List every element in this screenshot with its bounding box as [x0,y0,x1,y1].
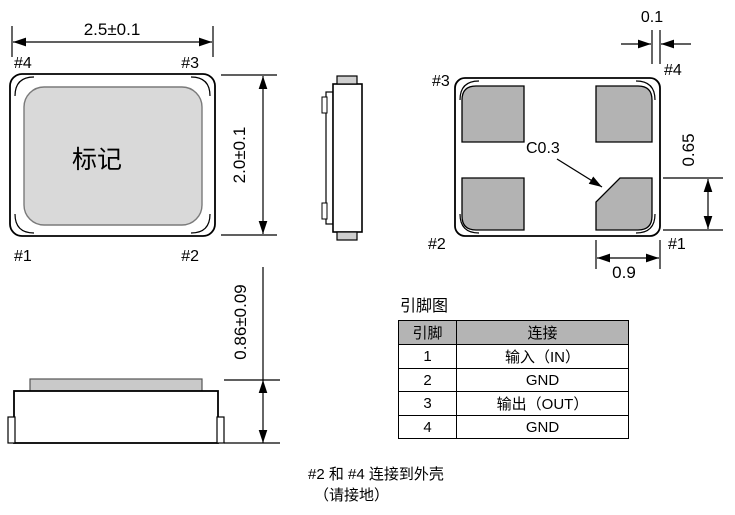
pad-4 [595,85,653,143]
pin3-label: #3 [181,55,199,72]
chamfer-callout: C0.3 [526,140,603,188]
callout-arrow [556,158,603,188]
corner-pad-mark [190,76,211,97]
corner-pad-mark [190,213,211,234]
package-lid [23,86,203,226]
side-elevation-view: 0.86±0.09 [7,267,280,444]
pin4-label: #4 [664,62,682,79]
table-row: 1 输入（IN） [398,344,629,369]
top-view-height-dimension: 2.0±0.1 [221,74,277,236]
pin-connection: GND [456,415,629,439]
table-row: 2 GND [398,368,629,392]
pin1-label: #1 [668,236,686,253]
table-row: 3 输出（OUT） [398,391,629,416]
pin-table-header-connection: 连接 [456,320,629,345]
pad-1-chamfered [595,177,653,231]
chamfer-label: C0.3 [526,140,560,157]
side-view-notch [321,202,328,220]
corner-pad-mark [14,213,35,234]
side-view-notch [321,96,328,114]
pin4-label: #4 [14,55,32,72]
pin-table-section: 引脚图 引脚 连接 1 输入（IN） 2 GND 3 输出（OUT） 4 GN [398,292,629,439]
pin-number: 2 [398,368,457,392]
ground-note-line1: #2 和 #4 连接到外壳 [308,466,444,483]
marking-text: 标记 [72,146,122,174]
pin2-label: #2 [428,236,446,253]
pad-height-dimension-065: 0.65 [663,133,723,231]
pin-table-title: 引脚图 [400,298,449,315]
ground-note-line2: （请接地） [314,487,390,504]
corner-pad-mark [635,80,656,101]
side-view-body [332,83,363,233]
pin1-label: #1 [14,248,32,265]
height-dimension-086: 0.86±0.09 [224,267,280,444]
pin-connection: 输入（IN） [456,344,629,369]
side-view-pad [336,75,358,85]
side-view-pad [336,231,358,241]
corner-pad-mark [459,80,480,101]
elevation-body [13,390,219,444]
pin3-label: #3 [432,73,450,90]
corner-pad-mark [14,76,35,97]
top-view-width-dimension: 2.5±0.1 [11,20,214,57]
pad-width-dimension-09: 0.9 [595,240,661,282]
pin-connection: GND [456,368,629,392]
pad-width-dimension-label: 0.9 [612,263,636,282]
pin-number: 1 [398,344,457,369]
left-castellation [7,416,16,444]
right-castellation [216,416,225,444]
pin-table: 引脚 连接 1 输入（IN） 2 GND 3 输出（OUT） 4 GND [398,320,629,439]
top-view: 2.5±0.1 #4 #3 #1 #2 标记 2.0±0.1 [9,20,277,265]
gap-dimension-01: 0.1 [621,9,691,64]
pin2-label: #2 [181,248,199,265]
width-dimension-label: 2.5±0.1 [84,20,141,39]
height-dimension-label: 2.0±0.1 [230,127,249,184]
side-view [321,75,363,241]
corner-pad-mark [459,213,480,234]
pin-table-header-row: 引脚 连接 [398,320,629,345]
arrowhead-up [258,380,268,393]
pad-2 [461,177,525,231]
gap-dimension-label: 0.1 [641,9,663,26]
footnotes: #2 和 #4 连接到外壳 （请接地） [308,464,444,506]
pad-3 [461,85,525,143]
pin-number: 3 [398,391,457,416]
pad-height-dimension-label: 0.65 [679,133,698,166]
arrowhead-down [258,430,268,443]
bottom-view: #3 #4 #2 #1 C0.3 0.1 0.65 0.9 [428,9,723,282]
table-row: 4 GND [398,415,629,439]
pin-table-header-pin: 引脚 [398,320,457,345]
lid-top-strip [29,378,203,393]
pin-number: 4 [398,415,457,439]
corner-pad-mark [635,213,656,234]
body-height-dimension-label: 0.86±0.09 [231,284,250,360]
pin-connection: 输出（OUT） [456,391,629,416]
